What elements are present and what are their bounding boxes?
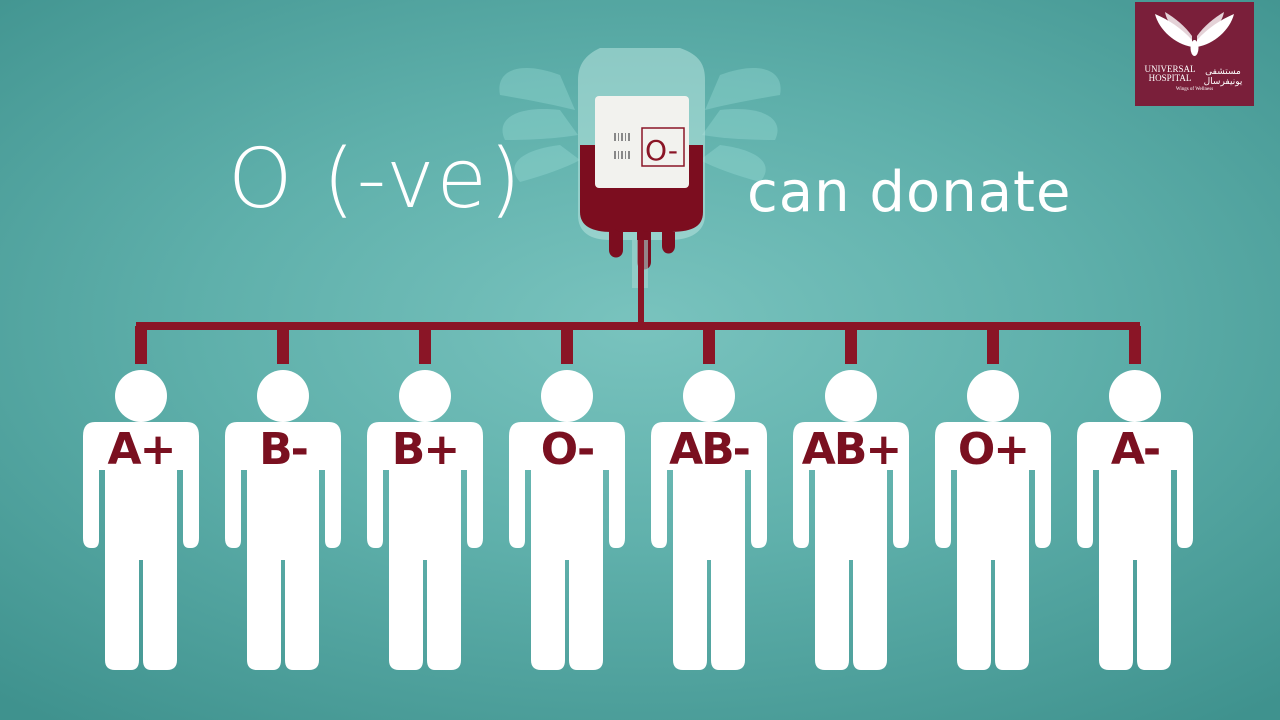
- wings-logo-icon: [1155, 12, 1234, 56]
- bag-label: O-: [645, 134, 678, 167]
- connector-drops: [135, 326, 1141, 364]
- connector-drop: [277, 326, 289, 364]
- recipient-label: B+: [391, 424, 460, 475]
- logo-name-ar: مستشفى يونيفرسال: [1203, 67, 1243, 87]
- recipient-label: AB+: [801, 424, 902, 475]
- recipient-label: O+: [957, 424, 1030, 475]
- connector-drop: [1129, 326, 1141, 364]
- recipient-label: O-: [540, 424, 595, 475]
- person-icon: [793, 370, 909, 670]
- person-icon: [367, 370, 483, 670]
- donor-type-text: O (-ve): [228, 132, 523, 227]
- barcode-icon: [614, 133, 630, 159]
- person-icon: [225, 370, 341, 670]
- connector-drop: [135, 326, 147, 364]
- connector-drop: [845, 326, 857, 364]
- person-icon: [1077, 370, 1193, 670]
- recipient-figures: [83, 370, 1193, 670]
- person-icon: [651, 370, 767, 670]
- hospital-logo: UNIVERSAL HOSPITAL مستشفى يونيفرسال Wing…: [1135, 2, 1254, 106]
- person-icon: [509, 370, 625, 670]
- connector-drop: [419, 326, 431, 364]
- connector-drop: [561, 326, 573, 364]
- person-icon: [935, 370, 1051, 670]
- logo-name-en: UNIVERSAL HOSPITAL: [1144, 64, 1196, 83]
- connector-tree: [136, 240, 1140, 330]
- connector-drop: [987, 326, 999, 364]
- recipient-label: B-: [259, 424, 309, 475]
- recipient-label: A-: [1110, 424, 1161, 475]
- can-donate-text: can donate: [747, 160, 1072, 225]
- logo-tagline: Wings of Wellness: [1175, 87, 1214, 92]
- person-icon: [83, 370, 199, 670]
- recipient-label: A+: [107, 424, 177, 475]
- connector-drop: [703, 326, 715, 364]
- recipient-label: AB-: [669, 424, 751, 475]
- wings-watermark: [499, 67, 781, 182]
- blood-bag: [578, 48, 705, 288]
